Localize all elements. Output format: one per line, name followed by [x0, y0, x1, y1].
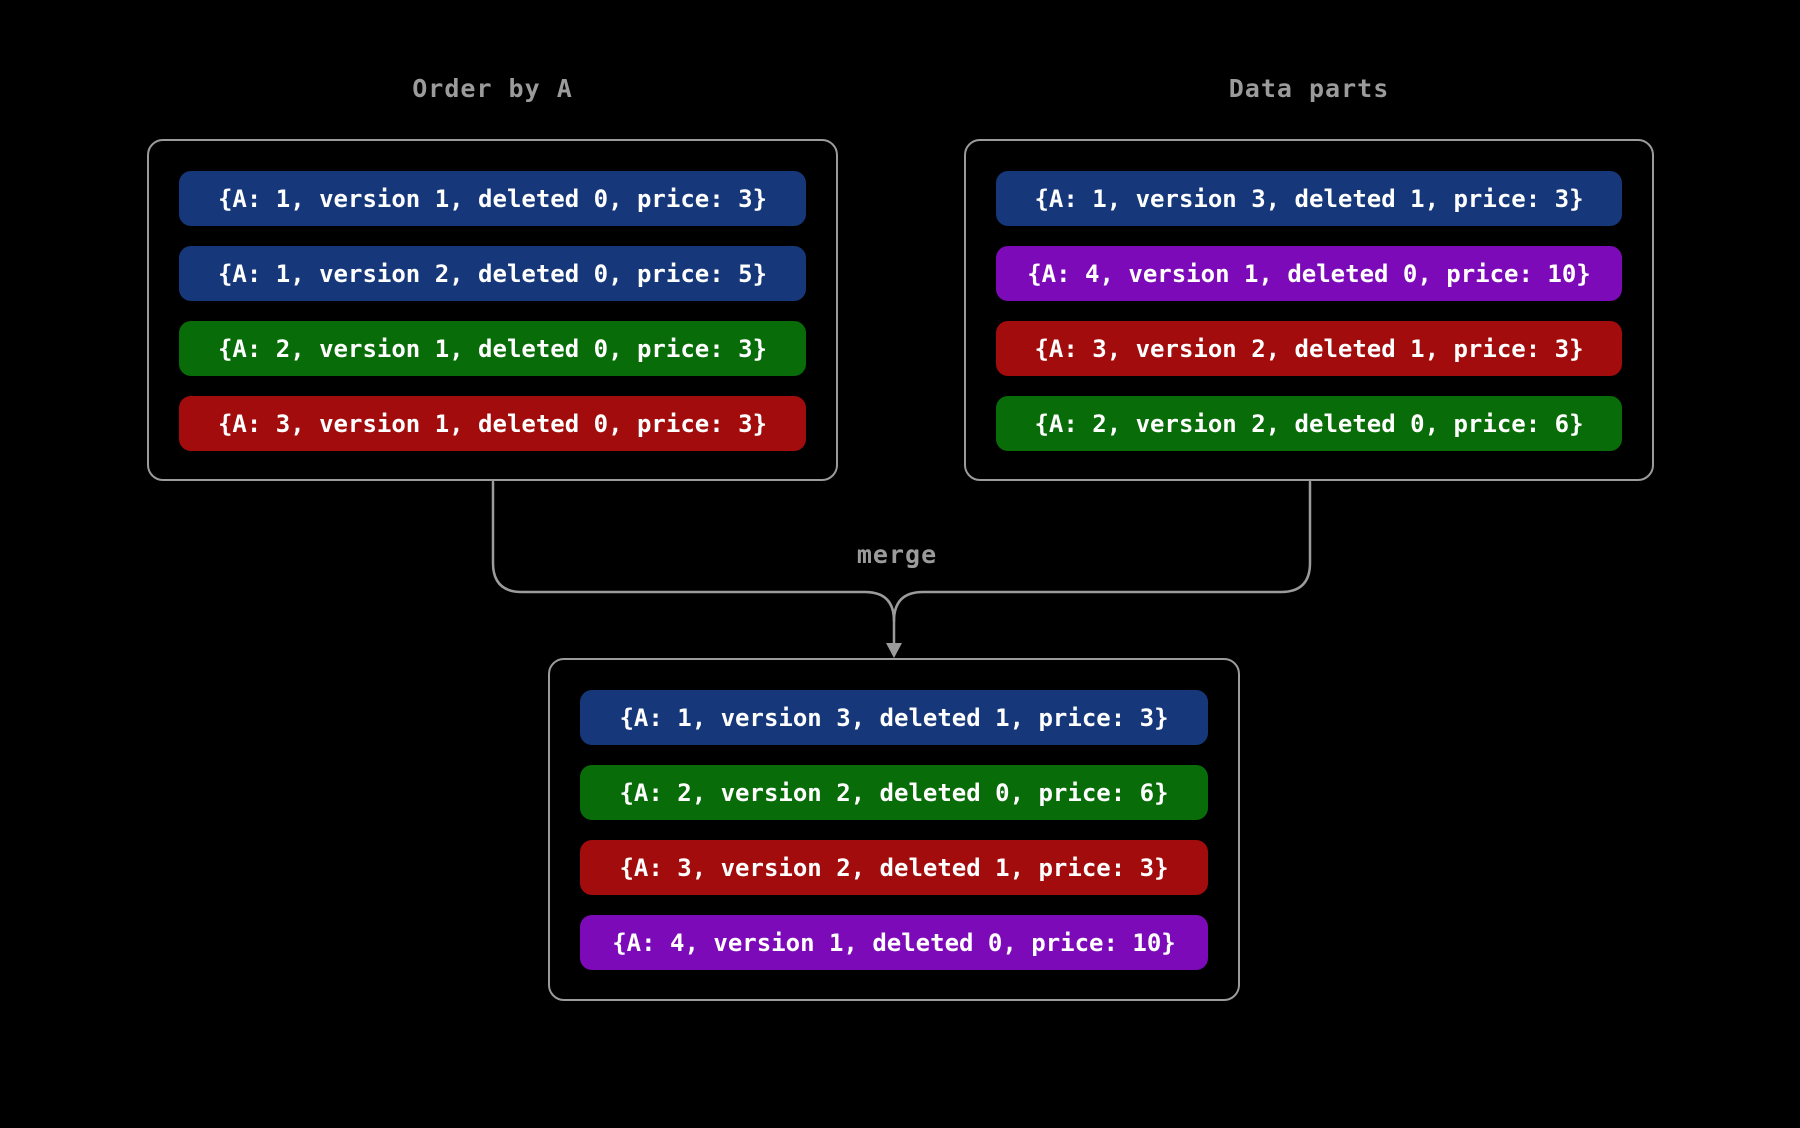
- record-row: {A: 4, version 1, deleted 0, price: 10}: [996, 246, 1622, 301]
- record-row: {A: 2, version 2, deleted 0, price: 6}: [580, 765, 1208, 820]
- data-parts-rows: {A: 1, version 3, deleted 1, price: 3} {…: [966, 141, 1652, 451]
- order-by-a-rows: {A: 1, version 1, deleted 0, price: 3} {…: [149, 141, 836, 451]
- record-row: {A: 1, version 2, deleted 0, price: 5}: [179, 246, 806, 301]
- merge-label: merge: [856, 540, 938, 569]
- record-row: {A: 2, version 2, deleted 0, price: 6}: [996, 396, 1622, 451]
- data-parts-title: Data parts: [1228, 74, 1390, 103]
- record-row: {A: 4, version 1, deleted 0, price: 10}: [580, 915, 1208, 970]
- record-row: {A: 2, version 1, deleted 0, price: 3}: [179, 321, 806, 376]
- record-row: {A: 1, version 1, deleted 0, price: 3}: [179, 171, 806, 226]
- record-row: {A: 3, version 2, deleted 1, price: 3}: [580, 840, 1208, 895]
- record-row: {A: 1, version 3, deleted 1, price: 3}: [580, 690, 1208, 745]
- merged-rows: {A: 1, version 3, deleted 1, price: 3} {…: [550, 660, 1238, 970]
- order-by-a-box: {A: 1, version 1, deleted 0, price: 3} {…: [147, 139, 838, 481]
- order-by-a-title: Order by A: [412, 74, 573, 103]
- arrow-down-icon: [886, 643, 902, 658]
- merged-part-box: {A: 1, version 3, deleted 1, price: 3} {…: [548, 658, 1240, 1001]
- record-row: {A: 3, version 2, deleted 1, price: 3}: [996, 321, 1622, 376]
- data-parts-box: {A: 1, version 3, deleted 1, price: 3} {…: [964, 139, 1654, 481]
- record-row: {A: 3, version 1, deleted 0, price: 3}: [179, 396, 806, 451]
- record-row: {A: 1, version 3, deleted 1, price: 3}: [996, 171, 1622, 226]
